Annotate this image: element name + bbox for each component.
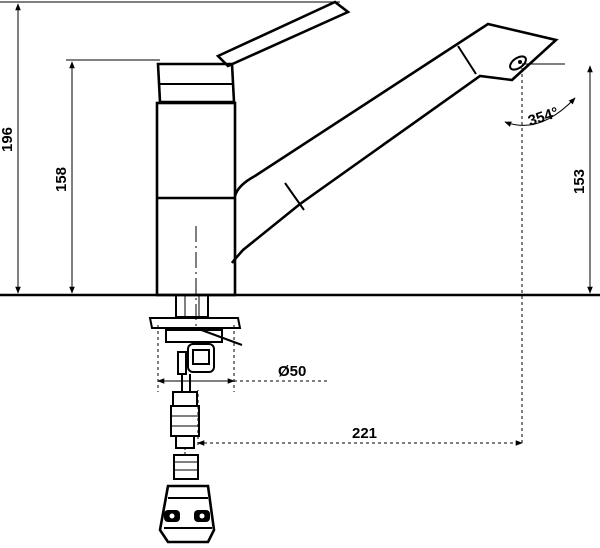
- reach-label: 221: [352, 425, 377, 442]
- supply-hose: [158, 374, 216, 544]
- lever-height-label: 158: [53, 167, 70, 192]
- rotation-label: 354°: [526, 104, 561, 130]
- rotation-arc: [504, 97, 576, 127]
- hole-diameter-label: Ø50: [278, 363, 306, 380]
- overall-height-label: 196: [0, 127, 16, 152]
- spout-height-label: 153: [571, 169, 588, 194]
- lever-handle: [215, 0, 351, 68]
- spout: [230, 22, 559, 264]
- faucet-body: [155, 62, 237, 330]
